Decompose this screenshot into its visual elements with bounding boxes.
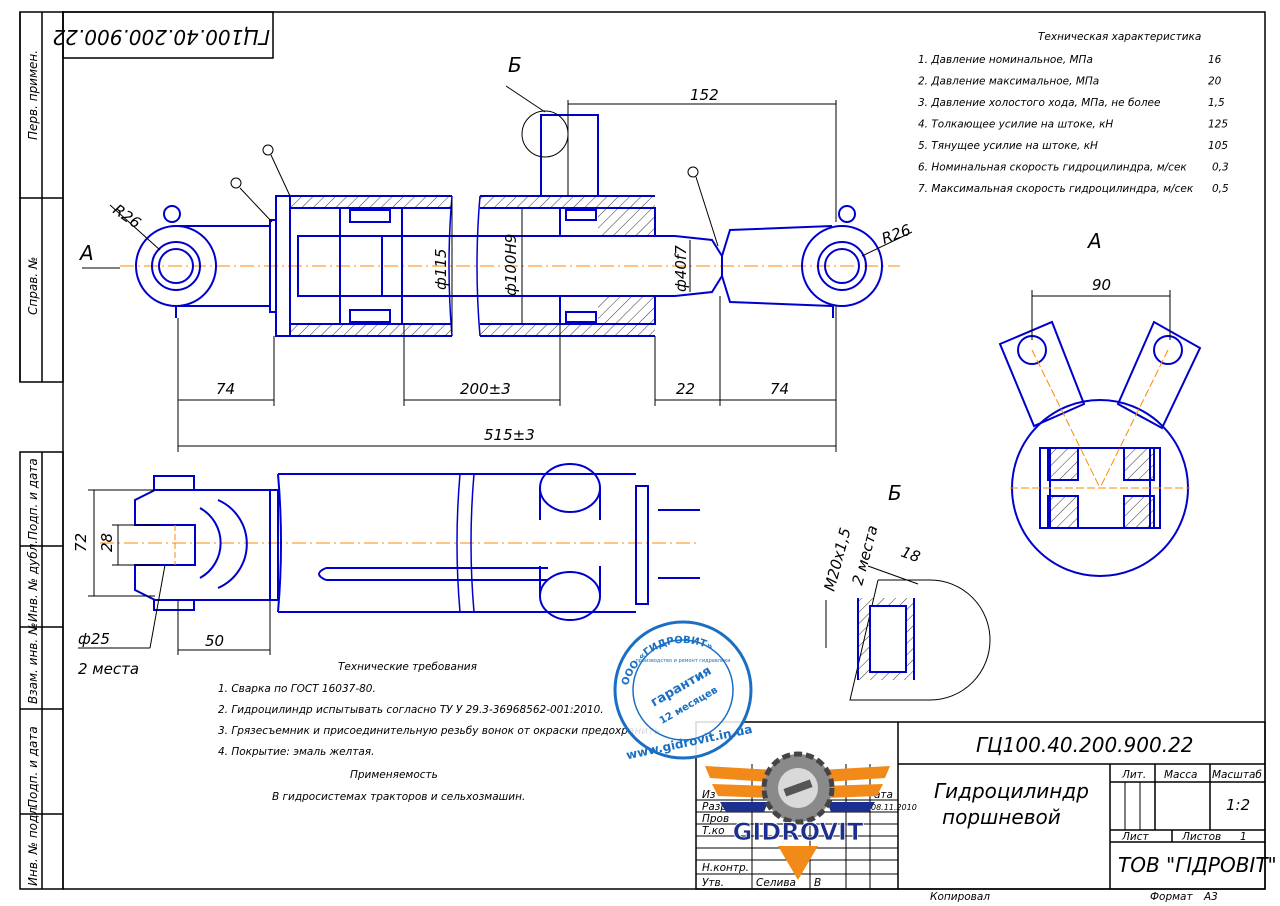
tech-char-value: 1,5 [1208,97,1225,109]
tech-req-item-1: 1. Сварка по ГОСТ 16037-80. [218,683,376,695]
stamp-code: ГЦ100.40.200.900.22 [976,733,1194,757]
dim-phi40: ф40f7 [672,245,690,292]
dim-2-places-1: 2 места [78,660,139,678]
applic-title: Применяемость [350,769,438,781]
stamp-listov: Листов [1181,831,1221,843]
stamp-selivanov: Селива [756,877,796,889]
dim-74-right: 74 [770,380,789,398]
stamp-izm: Из [702,789,716,801]
tech-char-label: 1. Давление номинальное, МПа [918,54,1093,66]
tech-req-item-3: 3. Грязесъемник и присоединительную резь… [218,725,660,737]
dim-515: 515±3 [484,426,535,444]
dimension-lines-view-a [1031,290,1171,340]
stamp-name-2: поршневой [942,805,1061,829]
tech-char-label: 2. Давление максимальное, МПа [918,76,1099,88]
side-label-podp2: Подп. и дата [26,726,40,808]
seal-inner-text: производство и ремонт гидравлики [635,658,730,664]
stamp-prov: Пров [702,813,729,825]
tech-char-value: 125 [1208,119,1228,131]
dim-74-left: 74 [216,380,235,398]
applic-text: В гидросистемах тракторов и сельхозмашин… [272,791,525,803]
tech-characteristics: Техническая характеристика 1. Давление н… [918,31,1229,195]
dim-phi25: ф25 [78,630,110,648]
tech-char-label: 5. Тянущее усилие на штоке, кН [918,140,1098,152]
side-label-perv: Перв. примен. [26,50,40,140]
view-a [998,320,1202,577]
leader-callouts [230,85,719,247]
gidrovit-logo: GIDROVIT [705,751,890,880]
dim-r26-right: R26 [879,221,913,248]
stamp-massa: Масса [1164,769,1197,781]
stamp-sign-b: В [814,877,821,889]
side-label-inv-podl: Инв. № подл. [26,803,40,886]
tech-req-item-2: 2. Гидроцилиндр испытывать согласно ТУ У… [218,704,604,716]
company-seal: ООО «ГИДРОВИТ» производство и ремонт гид… [613,620,754,762]
stamp-scale: 1:2 [1226,796,1250,814]
side-label-inv-dubl: Инв. № дубл. [26,540,40,622]
side-label-podp1: Подп. и дата [26,458,40,540]
side-label-vzam: Взам. инв. № [26,623,40,704]
tech-char-value: 16 [1208,54,1222,66]
tech-char-label: 7. Максимальная скорость гидроцилиндра, … [918,183,1194,195]
dim-50: 50 [205,632,224,650]
sheet-frame [19,11,1266,890]
stamp-masshtab: Масштаб [1212,769,1262,781]
stamp-date: 08.11.2010 [871,803,917,812]
stamp-tkontr: Т.ко [702,825,725,837]
tech-req-title: Технические требования [338,661,477,673]
stamp-format: Формат [1150,891,1193,903]
stamp-list: Лист [1121,831,1149,843]
tech-char-value: 0,3 [1212,162,1229,174]
dim-200: 200±3 [460,380,511,398]
tech-char-title: Техническая характеристика [1038,31,1201,43]
dim-22: 22 [676,380,695,398]
stamp-listov-val: 1 [1240,831,1247,843]
section-b-label: Б [508,53,522,77]
section-hatching [290,196,655,336]
tech-requirements: Технические требования 1. Сварка по ГОСТ… [218,661,660,803]
dim-90: 90 [1092,276,1111,294]
dim-28: 28 [98,533,116,552]
tech-char-value: 20 [1208,76,1222,88]
dim-phi100: ф100Н9 [502,234,520,296]
cylinder-plan-view [100,463,700,621]
tech-char-label: 6. Номинальная скорость гидроцилиндра, м… [918,162,1187,174]
dimension-lines-bottom [78,489,271,655]
cylinder-section-view [120,110,900,337]
tech-char-label: 3. Давление холостого хода, МПа, не боле… [918,97,1160,109]
stamp-nkontr: Н.контр. [702,862,749,874]
stamp-razrab: Разр [702,801,727,813]
stamp-name-1: Гидроцилиндр [934,779,1089,803]
drawing-code-rotated: ГЦ100.40.200.900.22 [52,25,270,49]
tech-req-item-4: 4. Покрытие: эмаль желтая. [218,746,374,758]
dim-72: 72 [72,533,90,552]
dim-r26-left: R26 [110,201,145,233]
view-a-arrow-label: А [78,241,94,265]
detail-b-label: Б [888,481,902,505]
stamp-company: ТОВ "ГІДРОВІТ" [1118,853,1277,877]
stamp-lit: Лит. [1121,769,1146,781]
tech-char-value: 0,5 [1212,183,1229,195]
tech-char-label: 4. Толкающее усилие на штоке, кН [918,119,1113,131]
title-block-text: ГЦ100.40.200.900.22 Гидроцилиндр поршнев… [702,733,1277,903]
stamp-kopiroval: Копировал [930,891,990,903]
dim-18: 18 [899,543,923,566]
logo-text: GIDROVIT [733,818,864,846]
view-a-label: А [1086,229,1102,253]
stamp-format-val: А3 [1203,891,1218,903]
tech-char-value: 105 [1208,140,1228,152]
stamp-utv: Утв. [702,877,724,889]
dim-phi115: ф115 [432,249,450,290]
detail-b-view [849,579,991,701]
side-label-sprav: Справ. № [26,257,40,315]
dim-152: 152 [690,86,719,104]
dimension-lines-detail [825,565,919,648]
dimension-lines-top [82,100,913,452]
side-stamp: Перв. примен. Справ. № Подп. и дата Инв.… [26,50,40,886]
